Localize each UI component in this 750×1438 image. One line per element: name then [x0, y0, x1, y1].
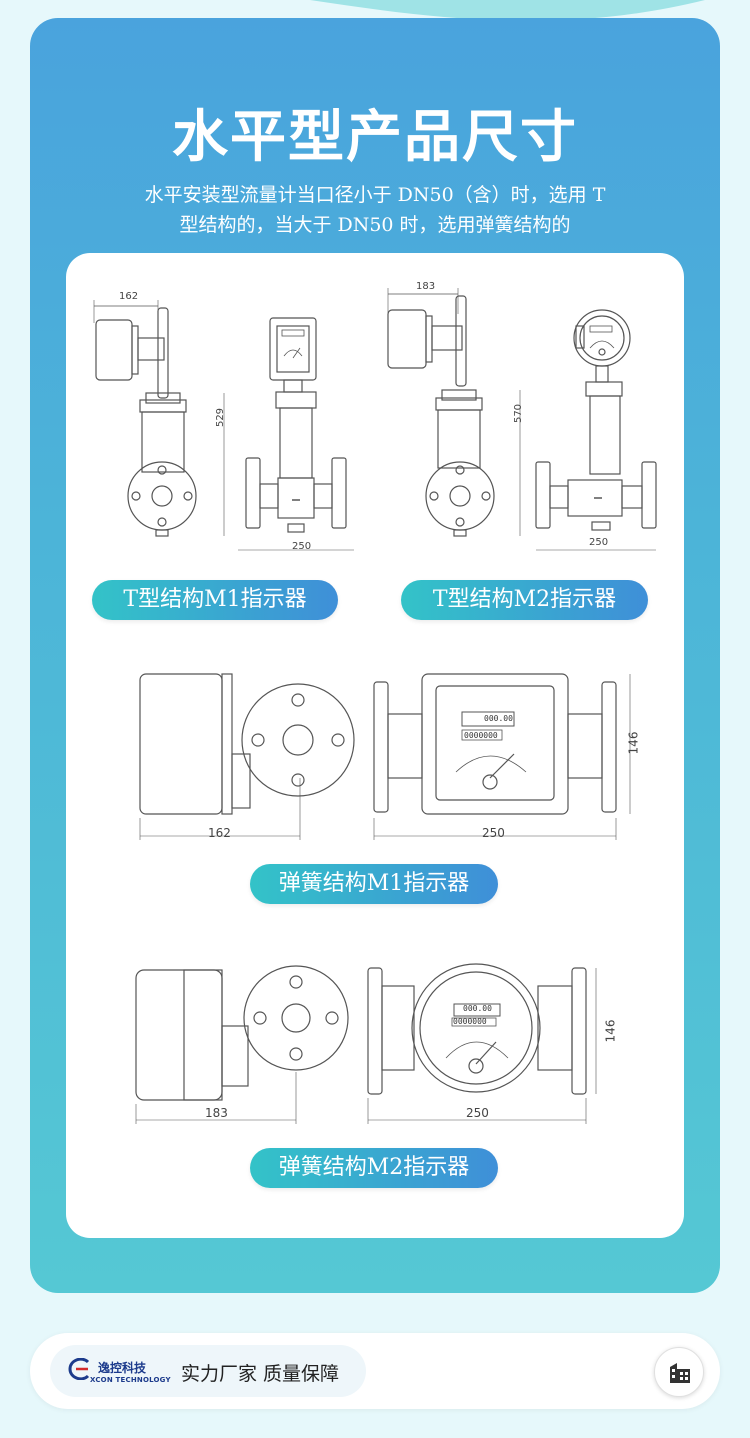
- t-m2-height-label: 570: [513, 403, 525, 424]
- building-icon: [670, 1363, 690, 1383]
- t-m1-base-label: 250: [292, 541, 312, 552]
- t-m1-drawing: [86, 288, 376, 558]
- label-spring-m1: 弹簧结构M1指示器: [250, 864, 498, 904]
- label-spring-m2: 弹簧结构M2指示器: [250, 1148, 498, 1188]
- spring-m2-drawing: [130, 962, 650, 1128]
- spring-m1-counter: 0000000: [464, 731, 498, 740]
- label-t-m1: T型结构M1指示器: [92, 580, 338, 620]
- spring-m2-height-label: 146: [603, 1019, 618, 1043]
- content-card: [66, 253, 684, 1238]
- spring-m2-display: 000.00: [463, 1004, 492, 1013]
- subtitle-line-1: 水平安装型流量计当口径小于 DN50（含）时，选用 T: [144, 184, 606, 206]
- t-m1-height-label: 529: [215, 407, 227, 428]
- page-title: 水平型产品尺寸: [172, 104, 578, 170]
- spring-m2-front-label: 250: [466, 1106, 489, 1120]
- t-m2-width-label: 183: [416, 281, 436, 292]
- page-subtitle: 水平安装型流量计当口径小于 DN50（含）时，选用 T 型结构的，当大于 DN5…: [75, 180, 675, 240]
- t-m2-base-label: 250: [589, 537, 609, 548]
- spring-m2-counter: 0000000: [453, 1017, 487, 1026]
- spring-m1-side-label: 162: [208, 826, 231, 840]
- spring-m1-display: 000.00: [484, 714, 513, 723]
- subtitle-line-2: 型结构的，当大于 DN50 时，选用弹簧结构的: [179, 214, 571, 236]
- spring-m2-side-label: 183: [205, 1106, 228, 1120]
- spring-m1-drawing: [130, 668, 650, 844]
- brand-logo-icon: [68, 1357, 92, 1384]
- spring-m1-height-label: 146: [626, 731, 641, 755]
- home-button[interactable]: [654, 1347, 704, 1397]
- brand-pill: [50, 1345, 366, 1397]
- spring-m1-front-label: 250: [482, 826, 505, 840]
- brand-name-en: XCON TECHNOLOGY: [90, 1376, 171, 1384]
- label-t-m2: T型结构M2指示器: [401, 580, 648, 620]
- slogan: 实力厂家 质量保障: [181, 1363, 340, 1385]
- t-m1-width-label: 162: [119, 291, 139, 302]
- t-m2-drawing: [380, 282, 670, 558]
- brand-name: 逸控科技: [98, 1361, 147, 1375]
